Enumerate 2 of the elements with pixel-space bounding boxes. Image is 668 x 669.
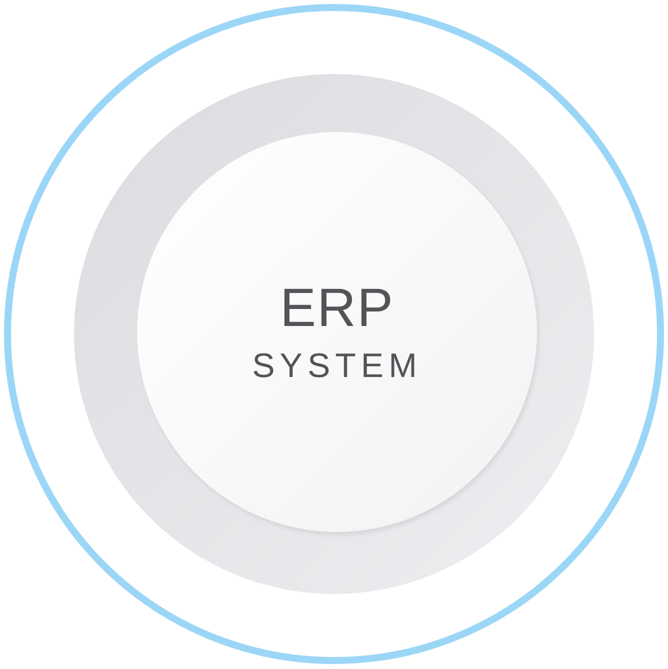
title-text: ERP bbox=[280, 281, 394, 335]
subtitle-text: SYSTEM bbox=[252, 349, 422, 383]
